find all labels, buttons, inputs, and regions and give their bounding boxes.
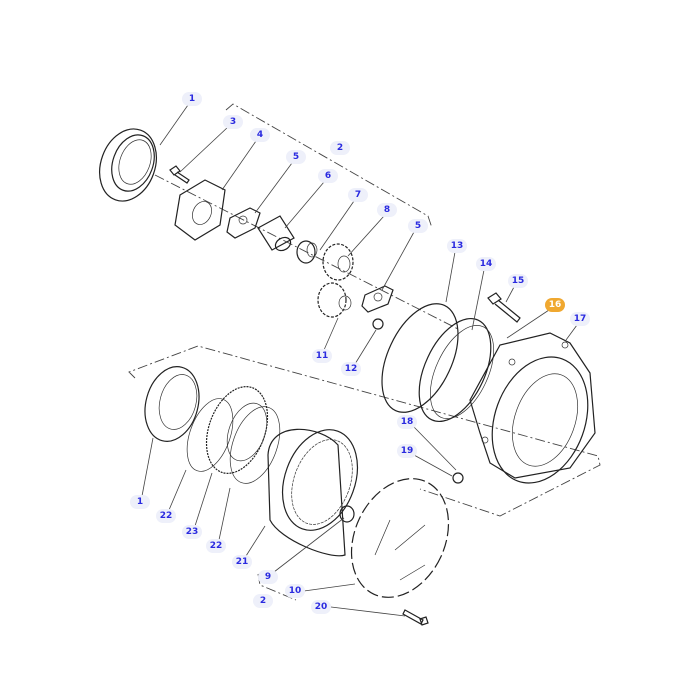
plate-part [174,179,226,241]
callout-part-23[interactable]: 23 [182,525,202,539]
snap-ring-part-2 [229,406,281,484]
bolt-part [169,165,190,184]
callout-part-19[interactable]: 19 [397,444,417,458]
oil-seal-part [99,128,157,202]
callout-part-3[interactable]: 3 [223,115,243,129]
planet-carrier-part [205,386,269,474]
leader-lines [141,104,578,617]
callout-part-11[interactable]: 11 [312,349,332,363]
callout-part-22b[interactable]: 22 [206,539,226,553]
nut-part [372,318,384,330]
callout-part-14[interactable]: 14 [476,257,496,271]
gear-part [317,243,354,318]
lower-seal-part [144,366,200,442]
callout-part-1[interactable]: 1 [182,92,202,106]
callout-part-9[interactable]: 9 [258,570,278,584]
hub-housing-part [469,332,596,484]
callout-part-2[interactable]: 2 [330,141,350,155]
gasket-part [226,207,261,239]
bearing-part [296,240,318,264]
hex-bolt-part [487,292,521,323]
callout-part-20[interactable]: 20 [311,600,331,614]
washer-part [452,472,464,484]
callout-part-6[interactable]: 6 [318,169,338,183]
cover-part [350,478,450,598]
callout-part-10[interactable]: 10 [285,584,305,598]
o-ring-part [381,303,459,413]
callout-part-15[interactable]: 15 [508,274,528,288]
callout-part-8[interactable]: 8 [377,203,397,217]
bracket-lower [128,345,601,517]
callout-part-1b[interactable]: 1 [130,495,150,509]
thrust-washer-part [339,505,355,523]
callout-part-7[interactable]: 7 [348,188,368,202]
ring-part [418,317,492,423]
bracket-2-top [225,103,433,229]
callout-part-4[interactable]: 4 [250,128,270,142]
screw-part [402,609,429,626]
callout-part-17[interactable]: 17 [570,312,590,326]
callout-part-16[interactable]: 16 [545,298,565,312]
callout-part-2b[interactable]: 2 [253,594,273,608]
callout-part-22[interactable]: 22 [156,509,176,523]
shaft-part [257,215,295,252]
callout-part-13[interactable]: 13 [447,239,467,253]
callout-part-5b[interactable]: 5 [408,219,428,233]
ring-gear-part [267,428,358,557]
gasket-part-2 [361,285,394,313]
snap-ring-part [186,398,234,472]
callout-part-18[interactable]: 18 [397,415,417,429]
callout-part-5[interactable]: 5 [286,150,306,164]
callout-part-21[interactable]: 21 [232,555,252,569]
callout-part-12[interactable]: 12 [341,362,361,376]
